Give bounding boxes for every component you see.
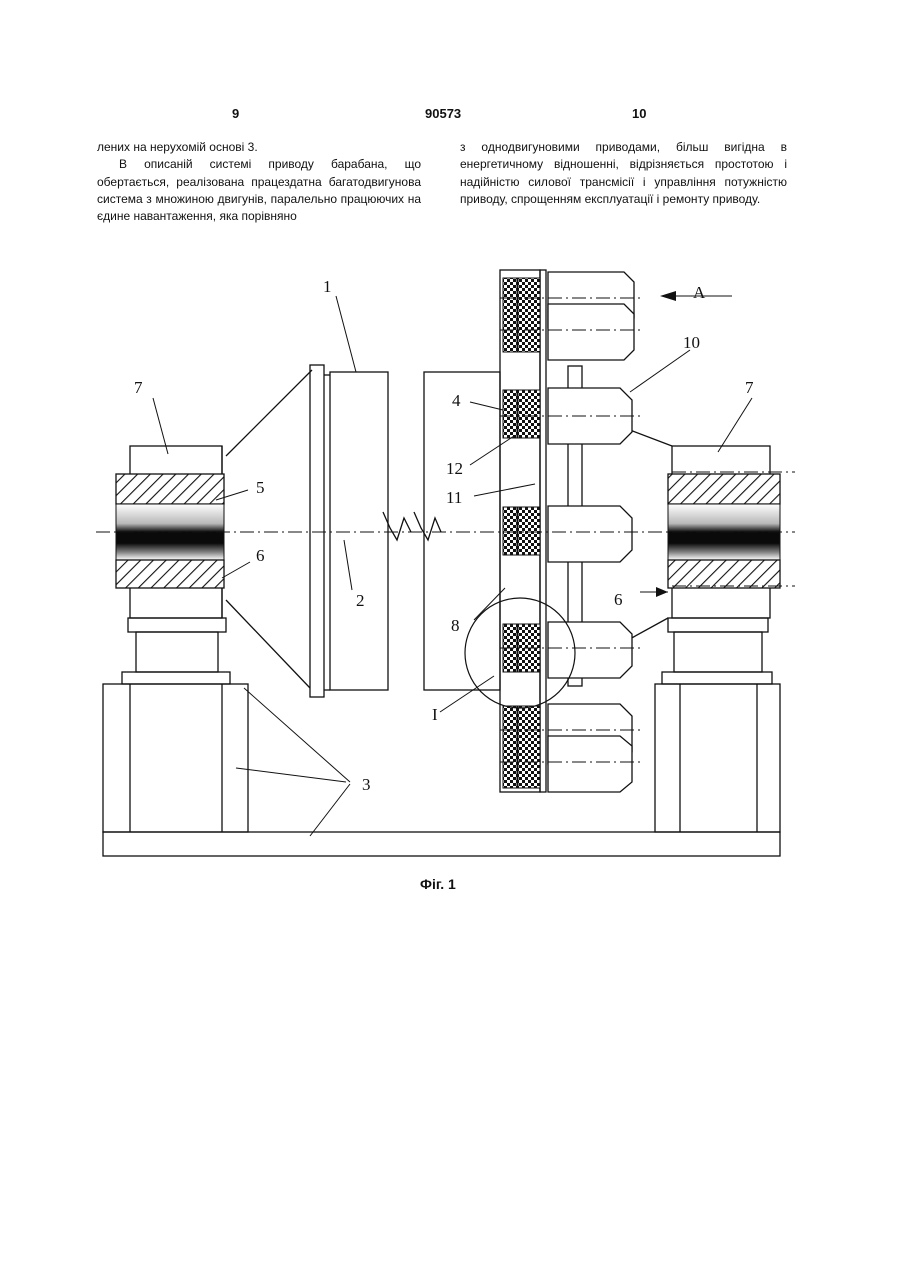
label-8: 8 <box>451 616 460 635</box>
label-12: 12 <box>446 459 463 478</box>
drum-shell-right <box>424 372 500 690</box>
label-detail-I: I <box>432 705 438 724</box>
label-view-A: A <box>693 283 706 302</box>
label-1: 1 <box>323 277 332 296</box>
label-7-left: 7 <box>134 378 143 397</box>
label-7-right: 7 <box>745 378 754 397</box>
gear-cluster-group <box>503 278 540 788</box>
left-pedestal <box>103 684 248 832</box>
right-pedestal <box>655 684 780 832</box>
label-10: 10 <box>683 333 700 352</box>
figure-caption: Фіг. 1 <box>420 876 456 892</box>
label-6-right: 6 <box>614 590 623 609</box>
drum-shell-left <box>330 372 388 690</box>
base-frame <box>103 832 780 856</box>
label-11: 11 <box>446 488 462 507</box>
label-5: 5 <box>256 478 265 497</box>
label-6-left: 6 <box>256 546 265 565</box>
drum-flange <box>310 365 324 697</box>
label-4: 4 <box>452 391 461 410</box>
label-2: 2 <box>356 591 365 610</box>
label-3: 3 <box>362 775 371 794</box>
